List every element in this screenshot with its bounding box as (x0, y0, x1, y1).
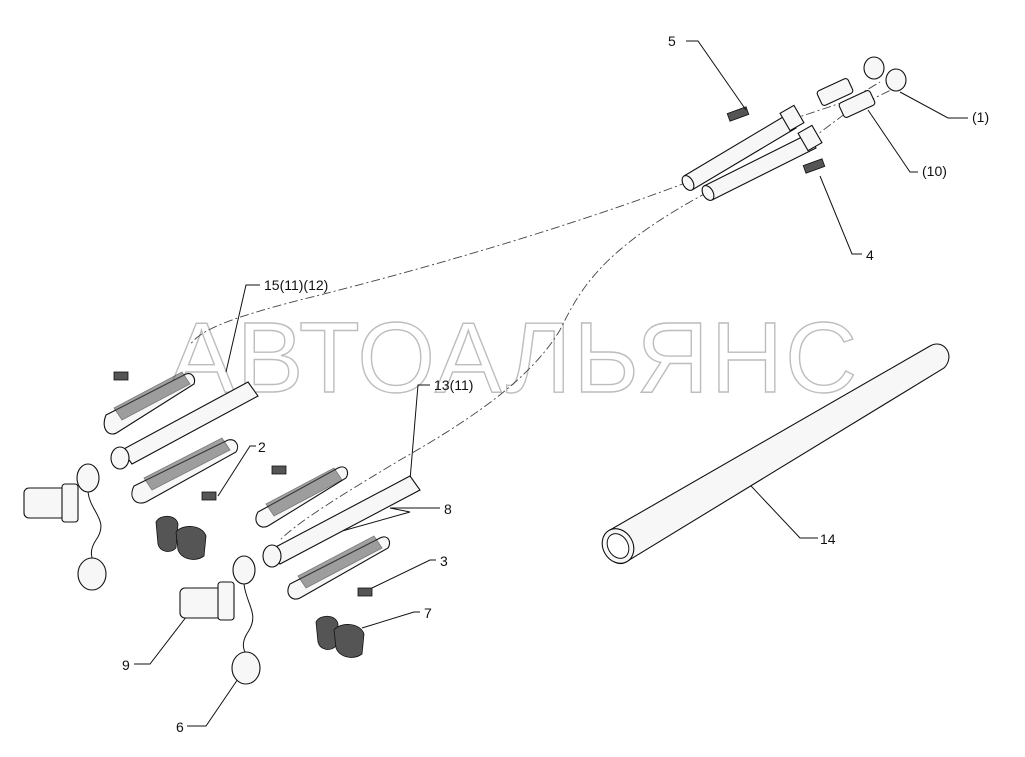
label-9: 9 (122, 657, 130, 673)
label-5: 5 (668, 33, 676, 49)
label-6: 6 (176, 719, 184, 735)
protective-tube (601, 343, 950, 565)
label-4: 4 (866, 247, 874, 263)
label-15: 15(11)(12) (264, 277, 328, 293)
label-10: (10) (922, 163, 947, 179)
middle-hose-assembly (179, 465, 421, 685)
adapter-fitting (816, 78, 876, 118)
part-labels: 5 (1) (10) 4 15(11)(12) 13(11) 2 8 3 7 9… (122, 33, 989, 735)
watermark: АВТОАЛЬЯНС (168, 302, 859, 414)
label-13: 13(11) (434, 377, 473, 393)
nut (863, 56, 907, 92)
label-1: (1) (972, 109, 989, 125)
label-14: 14 (820, 531, 836, 547)
upper-hose-pair (681, 56, 907, 201)
label-8: 8 (444, 501, 452, 517)
leader-lines (134, 40, 968, 727)
label-2: 2 (258, 439, 266, 455)
label-7: 7 (424, 605, 432, 621)
left-hose-assembly (23, 371, 259, 591)
label-3: 3 (440, 553, 448, 569)
